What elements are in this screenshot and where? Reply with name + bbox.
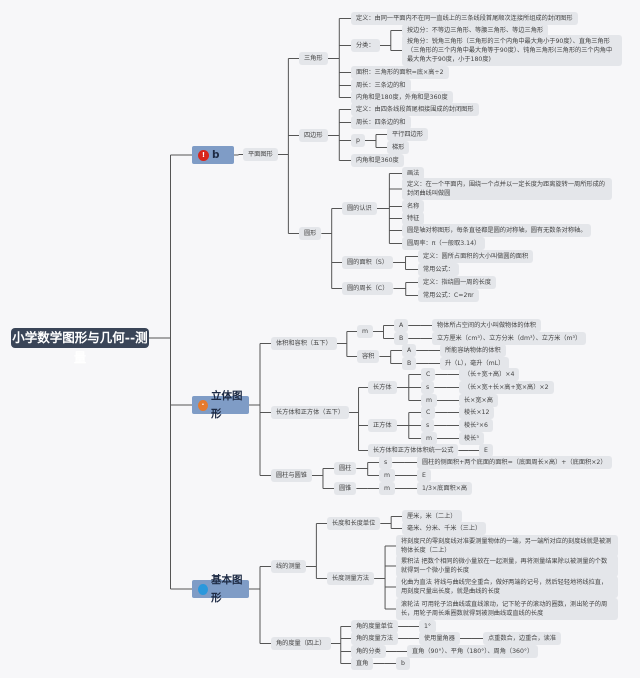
branch-label: 基本图形 xyxy=(210,574,243,604)
node-angle-measure[interactable]: 角的度量（四上） xyxy=(271,637,331,650)
node-triangle-by-side[interactable]: 按边分：不等边三角形、等腰三角形、等边三角形 xyxy=(402,24,549,37)
node-vol-mB[interactable]: B xyxy=(394,332,409,345)
node-circle-k4[interactable]: 特征 xyxy=(402,212,425,225)
node-triangle-perimeter[interactable]: 周长：三条边的和 xyxy=(351,79,411,92)
branch-plane-header[interactable]: ! b xyxy=(192,146,234,164)
node-m4[interactable]: 滚轮法 可用轮子沿曲线或直线滚动，记下轮子的滚动的圈数，测出轮子的周长，用轮子周… xyxy=(396,598,618,620)
basic-dot-icon xyxy=(198,583,208,595)
node-rC-text[interactable]: （长+宽+高）×4 xyxy=(459,368,520,381)
node-angle-right[interactable]: 直角 xyxy=(351,657,374,670)
branch-basic-header[interactable]: 基本图形 xyxy=(192,574,249,604)
node-quad-angles[interactable]: 内角和是360度 xyxy=(351,154,404,167)
node-line-measure[interactable]: 线的测量 xyxy=(271,560,306,573)
node-m2[interactable]: 累积法 把数个相同的微小量放在一起测量，再将测量结果除以被测量的个数就得到一个微… xyxy=(396,555,618,577)
node-circle-circ[interactable]: 圆的周长（C） xyxy=(342,282,394,295)
node-triangle-def[interactable]: 定义：由同一平面内不在同一直线上的三条线段首尾顺次连接所组成的封闭图形 xyxy=(351,12,578,25)
node-circle-k5[interactable]: 圆是轴对称图形，每条直径都是圆的对称轴，圆有无数条对称轴。 xyxy=(402,224,592,237)
node-qC-text[interactable]: 棱长×12 xyxy=(459,406,495,419)
node-cyl[interactable]: 圆柱 xyxy=(334,462,357,475)
node-m1[interactable]: 将刻度尺的零刻度线对准要测量物体的一端，另一端所对应的刻度线就是被测物体长度（二… xyxy=(396,535,618,557)
node-triangle-by-angle[interactable]: 按角分：锐角三角形（三角形的三个内角中最大角小于90度）、直角三角形（三角形的三… xyxy=(402,35,622,66)
node-cM-text[interactable]: E xyxy=(417,469,431,482)
node-angle-unit[interactable]: 角的度量单位 xyxy=(351,620,399,633)
node-unified-v[interactable]: E xyxy=(479,444,493,457)
node-circle-area-formula[interactable]: 常用公式： xyxy=(418,263,459,276)
node-circle-k3[interactable]: 名称 xyxy=(402,200,425,213)
node-rM-text[interactable]: 长×宽×高 xyxy=(459,394,498,407)
node-angle-tool[interactable]: 使用量角器 xyxy=(419,632,460,645)
node-qM-text[interactable]: 棱长³ xyxy=(459,432,484,445)
node-angle-cls[interactable]: 角的分类 xyxy=(351,645,386,658)
node-rM[interactable]: m xyxy=(421,394,438,407)
node-nM-text[interactable]: 1/3×底面积×高 xyxy=(417,482,473,495)
node-circle-know[interactable]: 圆的认识 xyxy=(342,202,377,215)
node-u1[interactable]: 厘米，米（二上） xyxy=(402,510,462,523)
node-circle-k1[interactable]: 画法 xyxy=(402,167,425,180)
node-qC[interactable]: C xyxy=(421,406,436,419)
node-quad-perimeter[interactable]: 周长：四条边的和 xyxy=(351,116,411,129)
node-trapezoid[interactable]: 梯形 xyxy=(387,141,410,154)
node-rS[interactable]: s xyxy=(421,381,435,394)
node-qM[interactable]: m xyxy=(421,432,438,445)
node-length-unit[interactable]: 长度和长度单位 xyxy=(327,517,381,530)
node-angle-right-v[interactable]: b xyxy=(396,657,410,670)
node-triangle-classify[interactable]: 分类： xyxy=(351,39,380,52)
node-circle-circ-formula[interactable]: 常用公式：C=2πr xyxy=(418,289,479,302)
node-volume[interactable]: 体积和容积（五下） xyxy=(271,337,337,350)
node-circle-circ-def[interactable]: 定义：指绕圆一周的长度 xyxy=(418,276,497,289)
node-rect[interactable]: 长方体 xyxy=(368,381,397,394)
root-node[interactable]: 小学数学图形与几何--测量 xyxy=(11,328,149,365)
node-quad[interactable]: 四边形 xyxy=(299,129,328,142)
node-angle-cls-v[interactable]: 直角（90°）、平角（180°）、周角（360°） xyxy=(407,645,539,658)
node-angle-tool-v[interactable]: 点重数合，边重合，读准 xyxy=(483,632,562,645)
solid-dot-icon: · xyxy=(198,399,208,411)
node-rS-text[interactable]: （长×宽+长×高+宽×高）×2 xyxy=(459,381,554,394)
node-circle[interactable]: 圆形 xyxy=(299,227,322,240)
node-vol-m[interactable]: m xyxy=(357,325,374,338)
node-unified[interactable]: 长方体和正方体体积统一公式 xyxy=(368,444,459,457)
node-parallelogram[interactable]: 平行四边形 xyxy=(387,128,428,141)
node-vol-mB-text[interactable]: 立方厘米（cm³）、立方分米（dm³）、立方米（m³） xyxy=(432,332,587,345)
node-cube[interactable]: 正方体 xyxy=(368,419,397,432)
node-circle-k2[interactable]: 定义：在一个平面内，围绕一个点并以一定长度为距离旋转一周所形成的封闭曲线叫做圆 xyxy=(402,178,612,200)
node-cS-text[interactable]: 圆柱的侧面积+两个底面的面积=（底面周长×高）+（底面积×2） xyxy=(417,456,612,469)
node-circle-area-def[interactable]: 定义：圆所占面积的大小叫做圆的面积 xyxy=(418,250,534,263)
node-cM[interactable]: m xyxy=(379,469,396,482)
node-circle-area[interactable]: 圆的面积（S） xyxy=(342,256,394,269)
node-circle-k6[interactable]: 圆周率：π（一般取3.14） xyxy=(402,237,486,250)
node-cone[interactable]: 圆锥 xyxy=(334,482,357,495)
node-triangle-area[interactable]: 面积：三角形的面积=底×高÷2 xyxy=(351,66,449,79)
node-triangle[interactable]: 三角形 xyxy=(299,52,328,65)
branch-label: b xyxy=(212,149,220,161)
node-vol-cA[interactable]: A xyxy=(402,344,417,357)
node-plane-figures[interactable]: 平面图形 xyxy=(243,148,278,161)
node-vol-mA-text[interactable]: 物体所占空间的大小叫做物体的体积 xyxy=(432,319,541,332)
node-nM[interactable]: m xyxy=(379,482,396,495)
node-vol-cB[interactable]: B xyxy=(402,357,417,370)
node-qS-text[interactable]: 棱长²×6 xyxy=(459,419,493,432)
node-quad-def[interactable]: 定义：由四条线段首尾相接围成的封闭图形 xyxy=(351,103,479,116)
node-m3[interactable]: 化曲为直法 将线与曲线完全重合，做好两端的记号，然后轻轻地将线拉直，用刻度尺量出… xyxy=(396,576,618,598)
node-length-method[interactable]: 长度测量方法 xyxy=(327,572,375,585)
node-cylcone[interactable]: 圆柱与圆锥 xyxy=(271,469,312,482)
node-quad-p[interactable]: p xyxy=(351,134,365,147)
node-cS[interactable]: s xyxy=(379,456,393,469)
branch-label: 立体图形 xyxy=(210,390,243,420)
alert-icon: ! xyxy=(198,149,209,161)
node-angle-unit-v[interactable]: 1° xyxy=(419,620,437,633)
node-vol-cA-text[interactable]: 所能容纳物体的体积 xyxy=(440,344,506,357)
node-angle-method[interactable]: 角的度量方法 xyxy=(351,632,399,645)
node-vol-cB-text[interactable]: 升（L），毫升（mL） xyxy=(440,357,510,370)
branch-solid-header[interactable]: · 立体图形 xyxy=(192,390,249,420)
node-triangle-angles[interactable]: 内角和是180度，外角和是360度 xyxy=(351,91,453,104)
node-vol-mA[interactable]: A xyxy=(394,319,409,332)
node-u2[interactable]: 毫米、分米、千米（三上） xyxy=(402,522,487,535)
node-rC[interactable]: C xyxy=(421,368,436,381)
node-vol-cap[interactable]: 容积 xyxy=(357,350,380,363)
node-cuboid[interactable]: 长方体和正方体（五下） xyxy=(271,406,350,419)
node-qS[interactable]: s xyxy=(421,419,435,432)
